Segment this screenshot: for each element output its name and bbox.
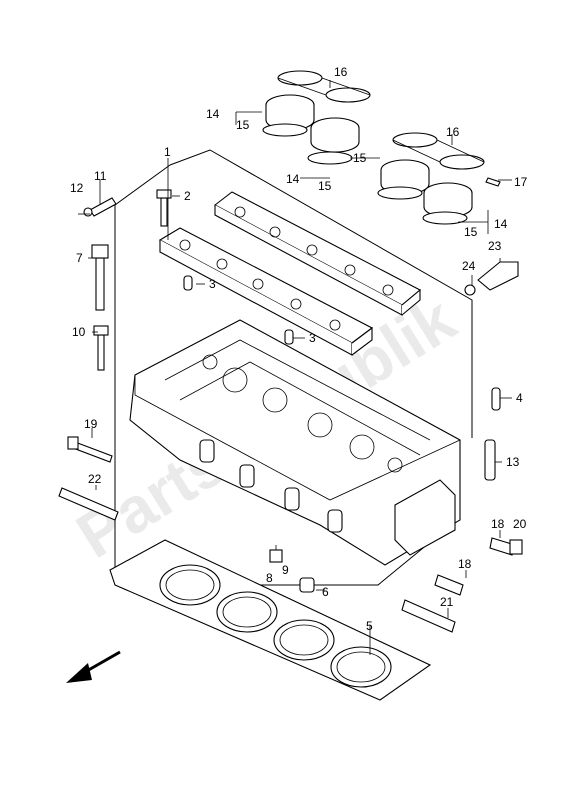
- callout-23: 23: [488, 239, 502, 253]
- callout-2: 2: [184, 189, 191, 203]
- callout-18b: 18: [458, 557, 472, 571]
- callout-15b: 15: [353, 151, 367, 165]
- callout-17: 17: [514, 175, 528, 189]
- callout-21: 21: [440, 595, 454, 609]
- callout-3a: 3: [209, 277, 216, 291]
- insulator-1: [262, 70, 371, 137]
- callout-24: 24: [462, 259, 476, 273]
- callout-22: 22: [88, 472, 102, 486]
- callout-19: 19: [84, 417, 98, 431]
- callout-13: 13: [506, 455, 520, 469]
- callout-15d: 15: [464, 225, 478, 239]
- insulator-2: [307, 117, 360, 165]
- camshaft-holders: [158, 191, 421, 356]
- callout-15c: 15: [318, 179, 332, 193]
- callout-4: 4: [516, 391, 523, 405]
- intake-insulators: [262, 70, 501, 225]
- callout-14d: 14: [494, 217, 508, 231]
- cylinder-head: [129, 319, 461, 566]
- callout-14a: 14: [206, 107, 220, 121]
- callout-15a: 15: [236, 118, 250, 132]
- callout-3b: 3: [309, 331, 316, 345]
- callout-16a: 16: [334, 65, 348, 79]
- callout-1: 1: [164, 145, 171, 159]
- callout-10: 10: [72, 325, 86, 339]
- callout-12: 12: [70, 181, 84, 195]
- head-gasket: [109, 539, 432, 701]
- callout-20: 20: [513, 517, 527, 531]
- insulator-4: [422, 182, 473, 225]
- front-direction-arrow-icon: [66, 650, 121, 683]
- callout-8: 8: [266, 571, 273, 585]
- callout-5: 5: [366, 619, 373, 633]
- callout-16b: 16: [446, 125, 460, 139]
- callout-labels: 16 14 15 16 15 14 14 15 17 14 15 1 11 12…: [70, 65, 528, 633]
- callout-7: 7: [76, 251, 83, 265]
- leader-lines: [78, 80, 512, 655]
- callout-14c: 14: [286, 172, 300, 186]
- callout-6: 6: [322, 585, 329, 599]
- callout-9: 9: [282, 563, 289, 577]
- callout-11: 11: [94, 169, 107, 183]
- screw-17: [485, 177, 501, 187]
- callout-18a: 18: [491, 517, 505, 531]
